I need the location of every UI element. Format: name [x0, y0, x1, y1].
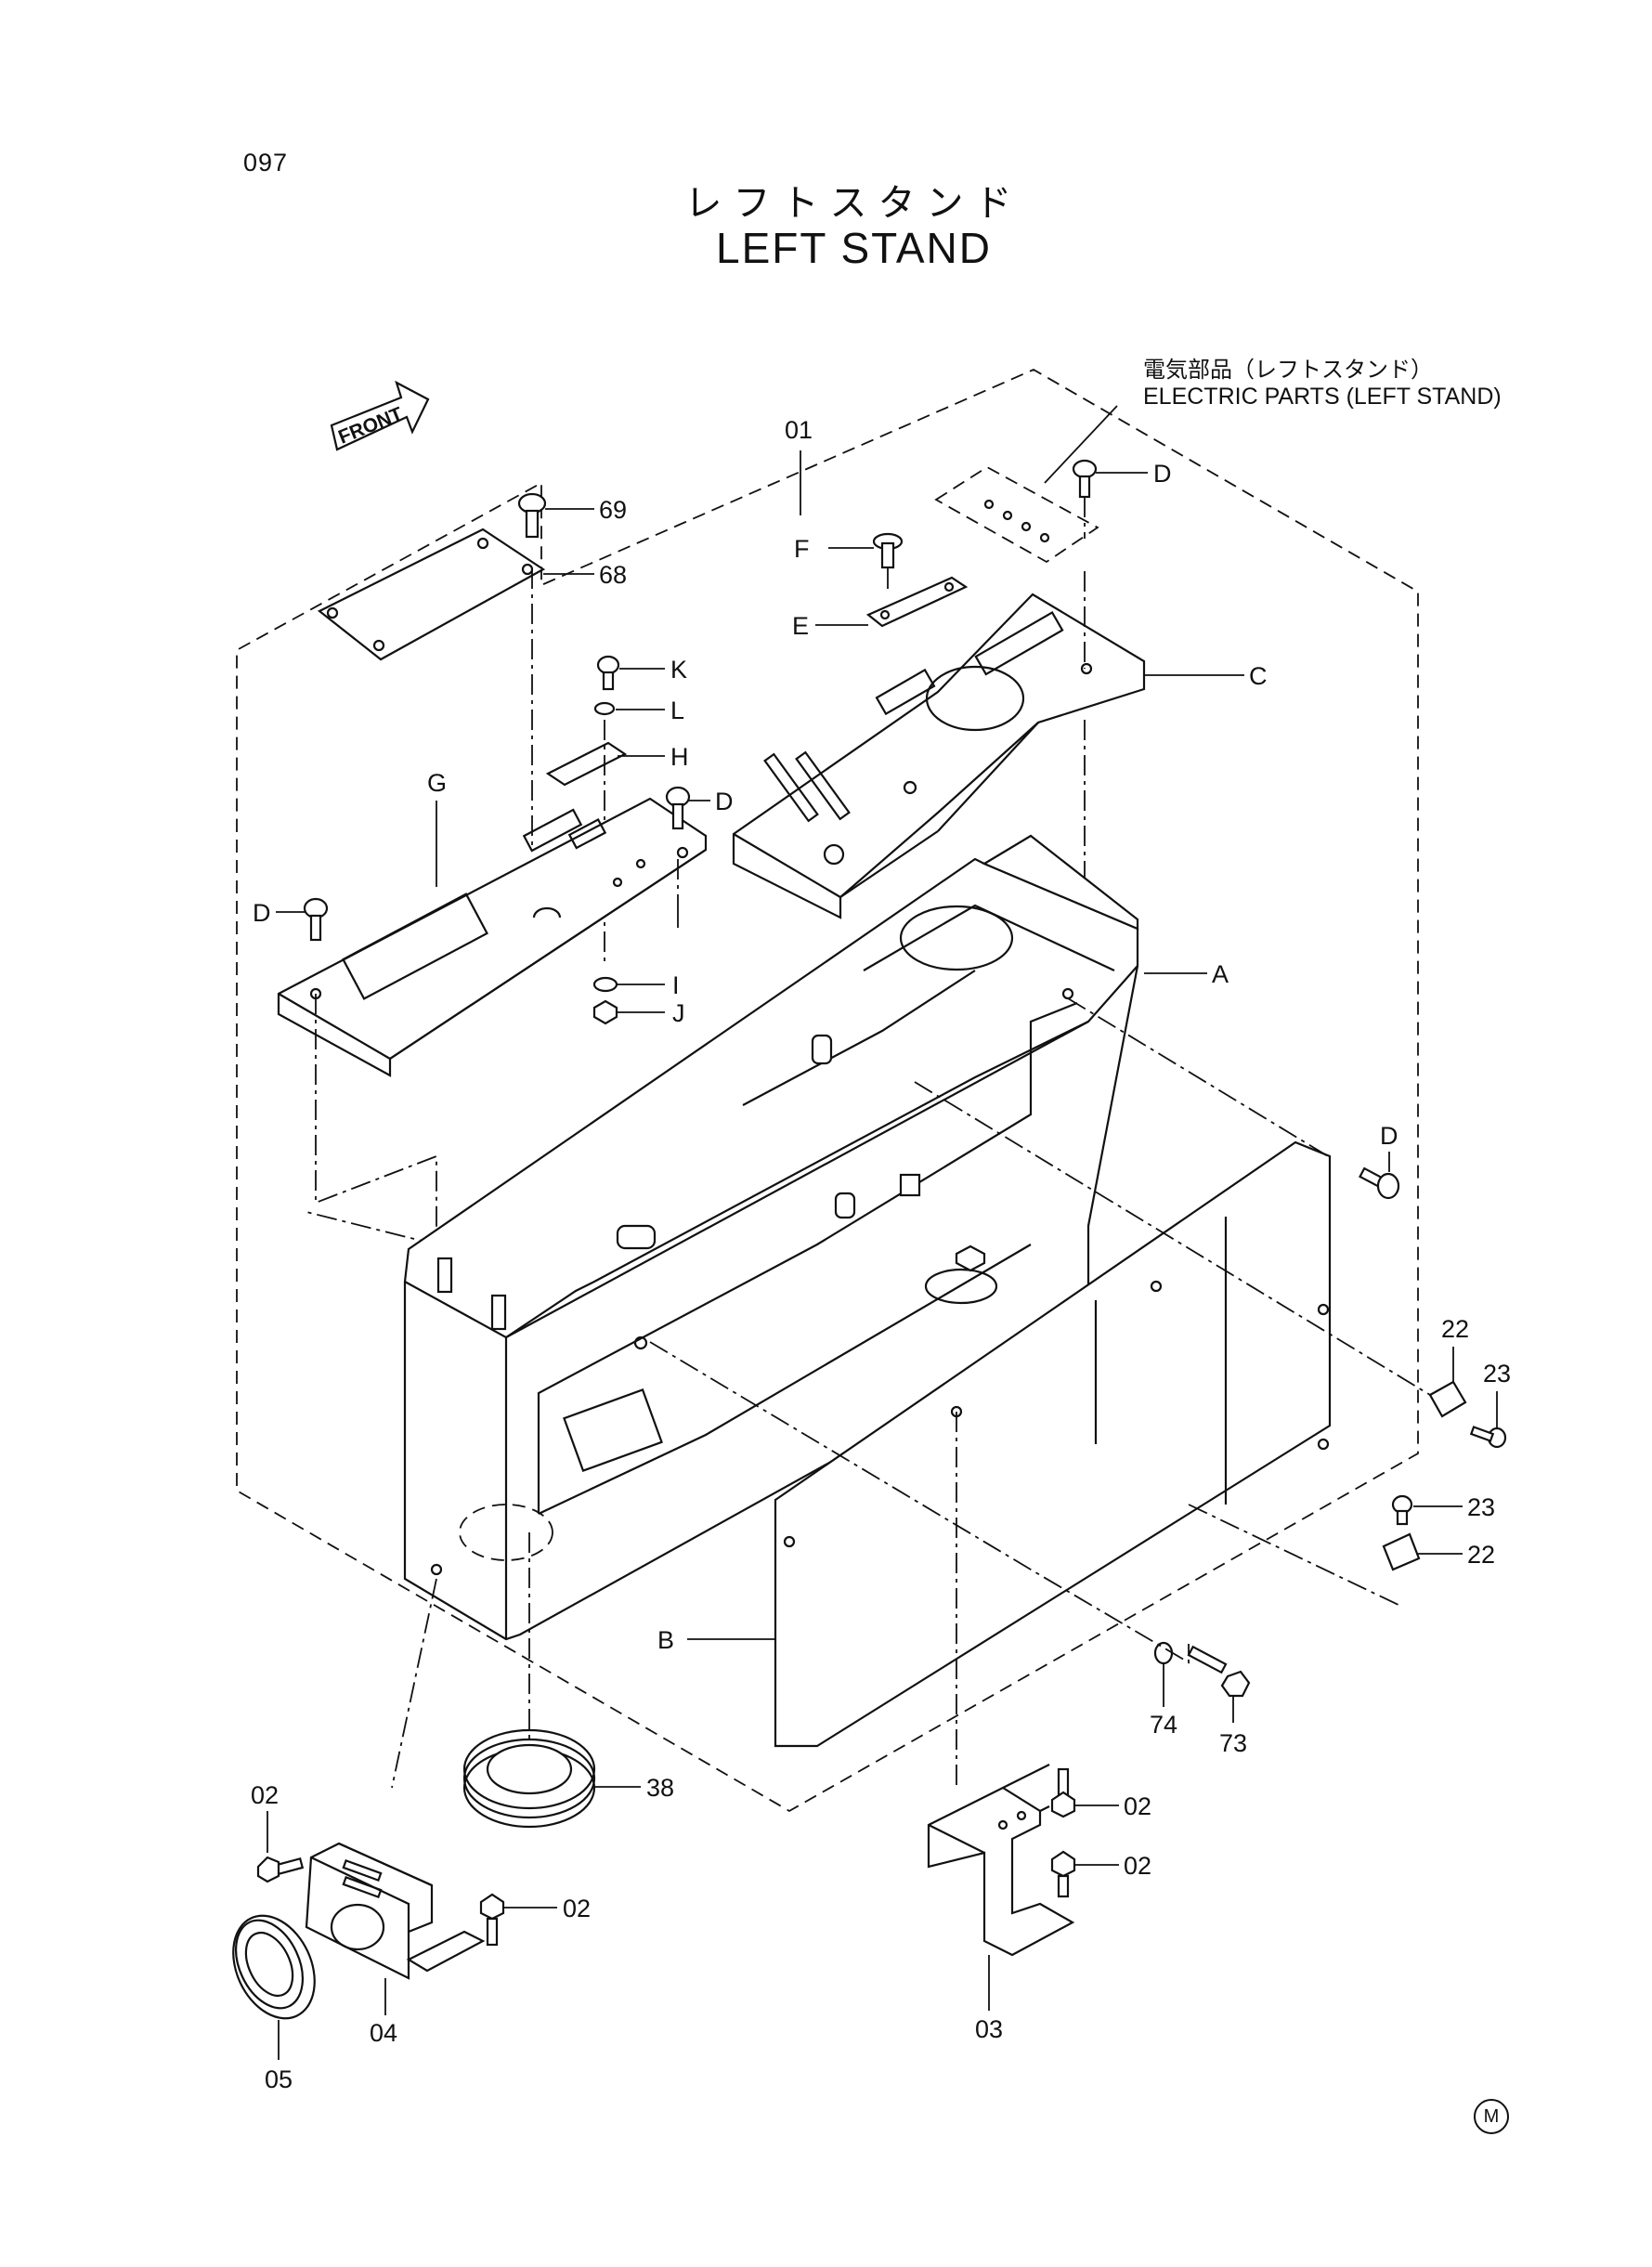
page-number: 097 — [243, 149, 289, 176]
callout-02-left: 02 — [251, 1781, 279, 1809]
screw-f — [828, 532, 904, 594]
screw-d-mid — [665, 786, 710, 929]
bolt-02-bracket-03-upper — [1050, 1767, 1119, 1818]
screw-69 — [517, 492, 594, 850]
front-arrow-icon: FRONT — [330, 380, 430, 451]
plate-e — [815, 576, 969, 628]
callout-74: 74 — [1150, 1711, 1177, 1739]
screw-23-upper — [1469, 1391, 1507, 1449]
bracket-03 — [927, 1764, 1075, 2011]
callout-02-bracket-03-upper: 02 — [1124, 1792, 1151, 1820]
callout-05: 05 — [265, 2065, 293, 2093]
clip-22-upper — [1428, 1347, 1467, 1418]
title-english: LEFT STAND — [716, 224, 992, 272]
callout-03: 03 — [975, 2015, 1003, 2043]
plate-g — [277, 797, 708, 1077]
nut-j — [592, 999, 665, 1025]
clip-22-lower — [1382, 1532, 1463, 1571]
bolt-02-bracket-04 — [479, 1893, 557, 1947]
screw-23-lower — [1391, 1494, 1463, 1526]
callout-g: G — [427, 769, 447, 797]
callout-d-left: D — [253, 899, 271, 927]
circled-m-mark: M — [1474, 2099, 1509, 2134]
callout-a: A — [1212, 960, 1229, 988]
callout-h: H — [670, 743, 689, 771]
axis-line-04 — [391, 1578, 437, 1789]
title-japanese: レフトスタンド — [684, 182, 1023, 225]
callout-k: K — [670, 656, 687, 684]
washer-l — [593, 701, 665, 716]
callout-23-lower: 23 — [1467, 1493, 1495, 1521]
callout-22-upper: 22 — [1441, 1315, 1469, 1343]
callout-68: 68 — [599, 561, 627, 589]
cover-plate-68 — [317, 528, 594, 661]
bolt-k — [596, 655, 665, 691]
callout-01: 01 — [785, 416, 813, 444]
callout-e: E — [792, 612, 809, 640]
callout-b: B — [657, 1626, 674, 1654]
axis-line-22a — [914, 1081, 1431, 1396]
callout-i: I — [672, 971, 680, 999]
callout-38: 38 — [646, 1774, 674, 1802]
callout-02-bracket-03-lower: 02 — [1124, 1852, 1151, 1880]
callout-23-upper: 23 — [1483, 1360, 1511, 1388]
callout-d-mid: D — [715, 788, 734, 815]
callout-d-right: D — [1380, 1122, 1398, 1150]
screw-d-right — [1359, 1152, 1400, 1200]
electric-parts-plate — [934, 405, 1118, 564]
stand-frame-a — [403, 834, 1207, 1641]
callout-j: J — [672, 999, 685, 1027]
callout-c: C — [1249, 662, 1268, 690]
cover-plate-c — [732, 593, 1244, 919]
bolt-02-bracket-03-lower — [1050, 1850, 1119, 1898]
screw-d-left — [276, 897, 437, 1246]
electric-parts-note-english: ELECTRIC PARTS (LEFT STAND) — [1143, 384, 1502, 410]
screw-d-top — [1072, 459, 1148, 938]
bracket-04 — [305, 1842, 486, 2015]
side-panel-b — [687, 997, 1332, 1748]
callout-69: 69 — [599, 496, 627, 524]
washer-i — [592, 976, 665, 993]
callout-04: 04 — [370, 2019, 397, 2047]
washer-74 — [1153, 1641, 1174, 1707]
callout-02-bracket-04: 02 — [563, 1895, 591, 1922]
callout-22-lower: 22 — [1467, 1541, 1495, 1569]
seal-ring-05 — [232, 1914, 316, 2060]
callout-l: L — [670, 697, 684, 724]
bolt-02-left — [256, 1811, 305, 1883]
electric-parts-note-japanese: 電気部品（レフトスタンド） — [1143, 357, 1433, 383]
axis-line-22b — [1188, 1504, 1403, 1608]
callout-d-top: D — [1153, 460, 1172, 488]
seal-ring-38 — [462, 1728, 641, 1829]
callout-f: F — [794, 535, 810, 563]
assembly-boundary-01 — [236, 368, 1419, 1813]
callout-73: 73 — [1219, 1729, 1247, 1757]
bolt-73 — [1187, 1645, 1251, 1723]
